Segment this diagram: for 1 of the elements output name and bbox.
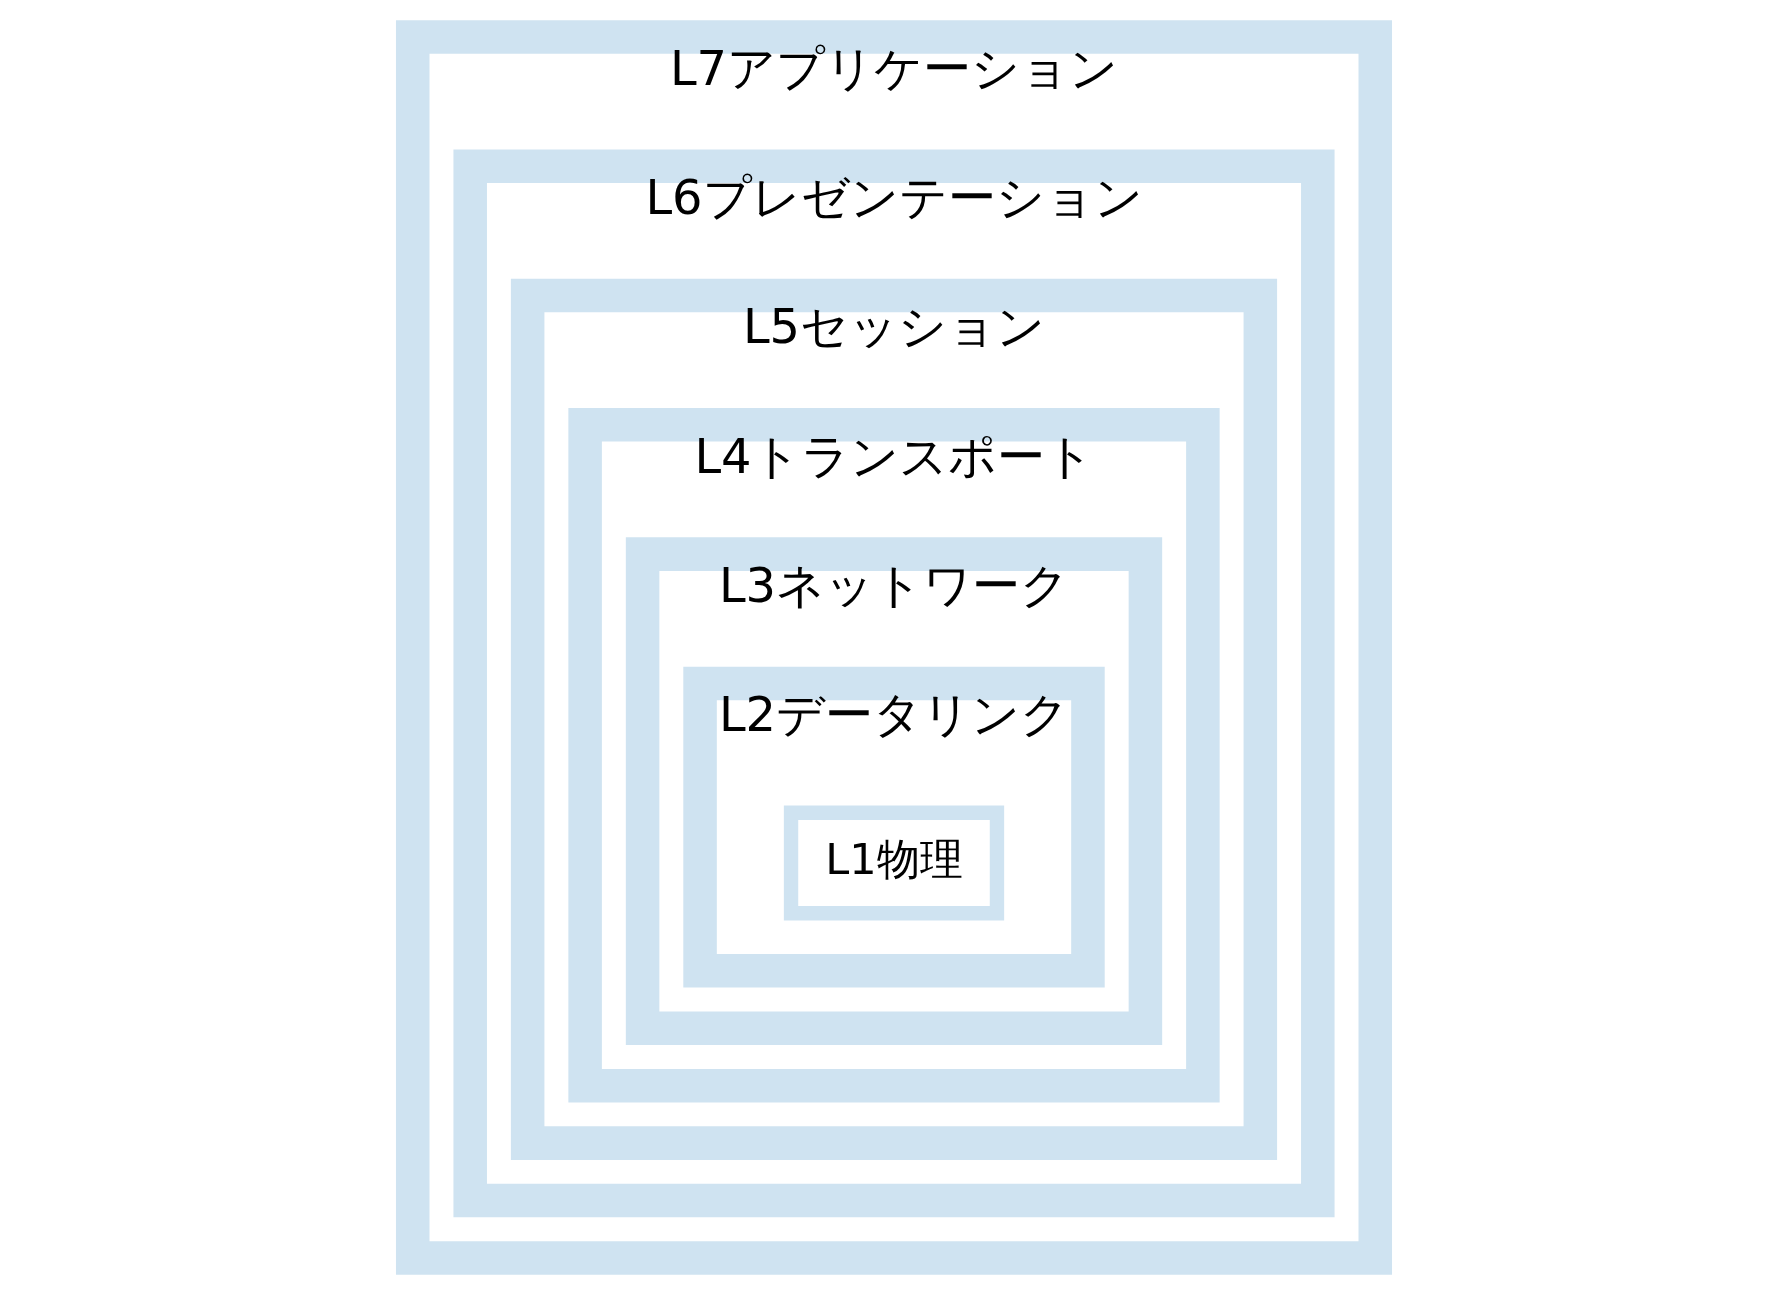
node-box: L1物理 xyxy=(783,805,1005,921)
